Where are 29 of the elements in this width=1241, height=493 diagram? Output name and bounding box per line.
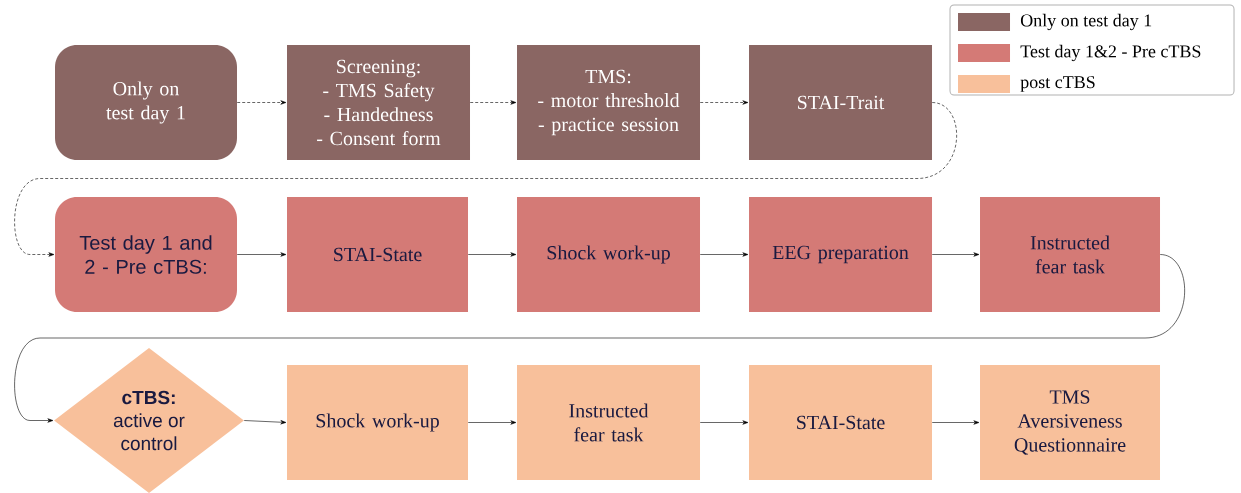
process-box: Instructed fear task: [980, 197, 1160, 312]
arrow: [467, 252, 517, 257]
process-box: Shock work-up: [517, 197, 700, 312]
arrow: [243, 420, 287, 425]
process-box: TMS Aversiveness Questionnaire: [980, 365, 1160, 480]
arrow: [467, 420, 517, 425]
arrow: [699, 252, 749, 257]
rounded-box: Only on test day 1: [55, 45, 237, 160]
process-box: STAI-State: [749, 365, 932, 480]
legend-label: Only on test day 1: [1020, 13, 1152, 31]
process-box: EEG preparation: [749, 197, 932, 312]
arrow: [931, 252, 980, 257]
process-box: TMS: - motor threshold - practice session: [517, 45, 700, 160]
legend-label: Test day 1&2 - Pre cTBS: [1020, 44, 1201, 62]
arrow: [699, 420, 749, 425]
arrow: [931, 420, 980, 425]
process-box: STAI-Trait: [749, 45, 932, 160]
arrow: [236, 252, 287, 257]
arrow: [14, 254, 1185, 423]
process-box: Instructed fear task: [517, 365, 700, 480]
legend-label: post cTBS: [1020, 76, 1095, 92]
arrow: [699, 100, 749, 105]
arrow: [14, 102, 957, 257]
process-box: Shock work-up: [287, 365, 468, 480]
process-box: Screening: - TMS Safety - Handedness - Consent form: [287, 45, 470, 160]
rounded-box: Test day 1 and 2 - Pre cTBS:: [55, 197, 237, 312]
process-box: STAI-State: [287, 197, 468, 312]
arrow: [236, 100, 287, 105]
arrow: [469, 100, 517, 105]
